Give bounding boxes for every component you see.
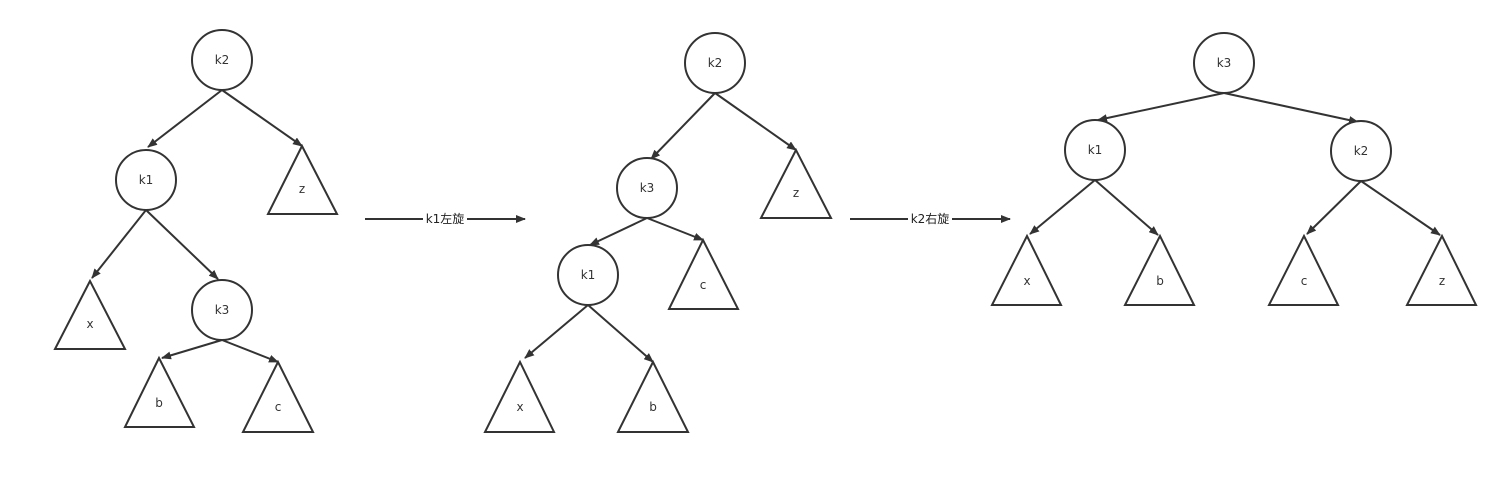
tree-after-right-rotation: k3 k1 k2 x b c z xyxy=(990,32,1478,306)
subtree-label: z xyxy=(299,182,305,196)
node-k2: k2 xyxy=(1330,120,1392,182)
subtree-z: z xyxy=(266,143,339,215)
node-label: k1 xyxy=(139,173,154,187)
edge-k3-b xyxy=(161,339,223,360)
subtree-c: c xyxy=(1267,233,1340,306)
tree-before: k2 k1 k3 z x b c xyxy=(53,29,339,433)
node-k2: k2 xyxy=(191,29,253,91)
node-label: k3 xyxy=(640,181,655,195)
edge-k2-z xyxy=(1360,180,1441,236)
node-k3: k3 xyxy=(1193,32,1255,94)
node-label: k1 xyxy=(581,268,596,282)
edge-k1-b xyxy=(587,304,654,363)
subtree-b: b xyxy=(123,355,196,428)
node-label: k2 xyxy=(708,56,723,70)
subtree-label: b xyxy=(649,400,657,414)
edge-k3-k2 xyxy=(1223,92,1359,125)
subtree-label: b xyxy=(155,396,163,410)
step-label: k2右旋 xyxy=(911,211,950,226)
subtree-x: x xyxy=(483,359,556,433)
subtree-c: c xyxy=(667,237,740,310)
subtree-c: c xyxy=(241,359,315,433)
node-label: k2 xyxy=(1354,144,1369,158)
tree-after-left-rotation: k2 k3 k1 z c x b xyxy=(483,32,833,433)
edge-k1-b xyxy=(1094,179,1159,236)
node-label: k2 xyxy=(215,53,230,67)
subtree-label: z xyxy=(1439,274,1445,288)
node-k3: k3 xyxy=(191,279,253,341)
subtree-z: z xyxy=(1405,233,1478,306)
edge-k2-k1 xyxy=(147,89,223,148)
edge-k2-k3 xyxy=(650,92,716,160)
subtree-label: z xyxy=(793,186,799,200)
edge-k2-c xyxy=(1306,180,1362,235)
edge-k3-c xyxy=(646,217,704,241)
node-k1: k1 xyxy=(1064,119,1126,181)
edge-k2-z xyxy=(714,92,797,151)
subtree-label: c xyxy=(700,278,707,292)
subtree-b: b xyxy=(616,359,690,433)
node-label: k3 xyxy=(215,303,230,317)
node-k1: k1 xyxy=(557,244,619,306)
edge-k3-c xyxy=(221,339,279,363)
edge-k1-x xyxy=(91,209,147,279)
subtree-b: b xyxy=(1123,233,1196,306)
edge-k2-z xyxy=(221,89,303,147)
node-k2: k2 xyxy=(684,32,746,94)
step-arrow-right-rotation: k2右旋 xyxy=(850,211,1011,227)
edge-k3-k1 xyxy=(1097,92,1225,123)
subtree-label: c xyxy=(275,400,282,414)
subtree-label: c xyxy=(1301,274,1308,288)
subtree-label: x xyxy=(1023,274,1030,288)
edge-k1-x xyxy=(1029,179,1096,235)
node-k3: k3 xyxy=(616,157,678,219)
node-label: k1 xyxy=(1088,143,1103,157)
step-label: k1左旋 xyxy=(426,211,465,226)
step-arrow-left-rotation: k1左旋 xyxy=(365,211,526,227)
subtree-z: z xyxy=(759,147,833,219)
node-k1: k1 xyxy=(115,149,177,211)
subtree-x: x xyxy=(990,233,1063,306)
edge-k1-x xyxy=(524,304,589,359)
subtree-label: x xyxy=(516,400,523,414)
subtree-label: x xyxy=(86,317,93,331)
subtree-label: b xyxy=(1156,274,1164,288)
node-label: k3 xyxy=(1217,56,1232,70)
edge-k3-k1 xyxy=(589,217,648,246)
subtree-x: x xyxy=(53,278,127,350)
edge-k1-k3 xyxy=(145,209,219,280)
